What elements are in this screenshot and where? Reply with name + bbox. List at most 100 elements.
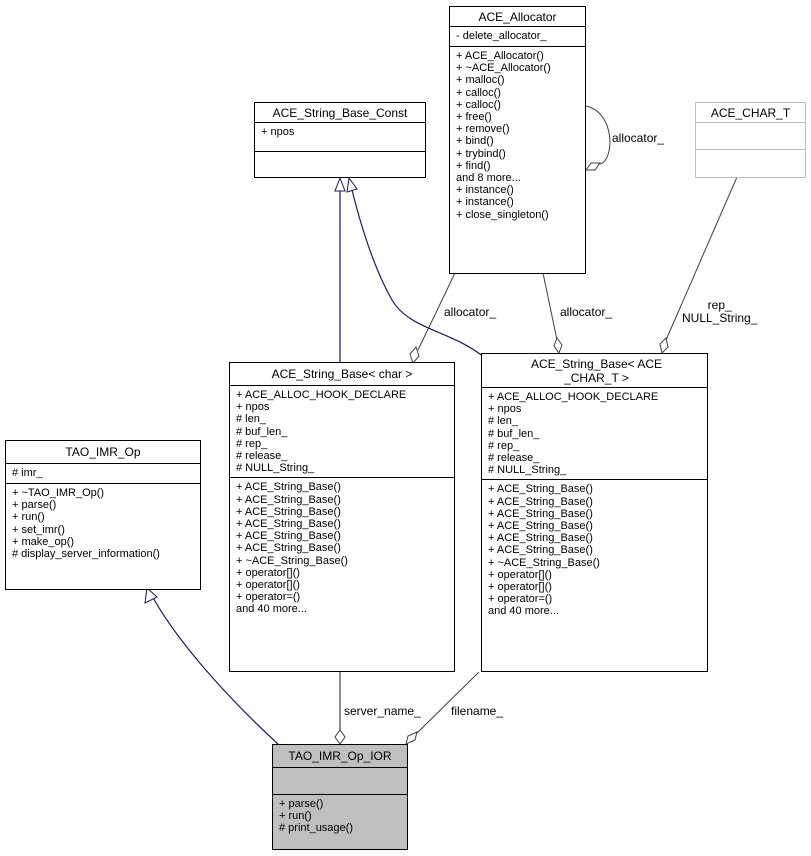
edge-label-allocator-to-char: allocator_ xyxy=(444,305,497,319)
member-row: # display_server_information() xyxy=(12,548,160,561)
member-row: + ACE_String_Base() xyxy=(488,520,593,533)
member-row: + bind() xyxy=(456,135,494,148)
member-row: + ACE_String_Base() xyxy=(236,530,341,543)
inherit-edge-ior-to-imr-op xyxy=(149,591,279,745)
methods-section xyxy=(696,150,805,169)
member-row: # rep_ xyxy=(488,439,520,452)
assoc-diamond-allocator-self xyxy=(585,162,601,171)
class-title: ACE_String_Base_Const xyxy=(255,103,425,123)
inherit-edge-acechar-to-const xyxy=(351,189,485,358)
member-row: + ACE_ALLOC_HOOK_DECLARE xyxy=(488,391,659,403)
member-row: + instance() xyxy=(456,184,514,197)
methods-section: + ACE_Allocator()+ ~ACE_Allocator()+ mal… xyxy=(450,47,585,224)
member-row: + ~ACE_String_Base() xyxy=(488,556,600,569)
methods-section xyxy=(255,152,425,171)
member-row: + find() xyxy=(456,159,491,172)
attributes-section: # imr_ xyxy=(6,464,200,484)
member-row: + make_op() xyxy=(12,535,75,548)
member-row: + ACE_ALLOC_HOOK_DECLARE xyxy=(236,389,407,401)
class-ace-string-base-ace-char-t[interactable]: ACE_String_Base< ACE _CHAR_T > + ACE_ALL… xyxy=(481,353,708,672)
methods-section: + ACE_String_Base()+ ACE_String_Base()+ … xyxy=(482,480,707,620)
member-row: + trybind() xyxy=(456,147,506,160)
member-row: # imr_ xyxy=(12,467,43,479)
member-row: + ACE_Allocator() xyxy=(456,50,544,62)
member-row: + npos xyxy=(236,401,270,414)
inherit-arrowhead-const-2 xyxy=(346,176,358,193)
class-ace-char-t[interactable]: ACE_CHAR_T xyxy=(695,102,806,178)
methods-section: + ~TAO_IMR_Op()+ parse()+ run()+ set_imr… xyxy=(6,484,200,563)
assoc-edge-allocator-to-char xyxy=(417,272,456,351)
member-row: + operator=() xyxy=(236,591,301,604)
edge-label-allocator-self: allocator_ xyxy=(612,131,665,145)
class-ace-allocator[interactable]: ACE_Allocator - delete_allocator_ + ACE_… xyxy=(449,6,586,274)
member-row: + operator=() xyxy=(488,593,553,606)
member-row: + ~ACE_String_Base() xyxy=(236,554,348,567)
attributes-section xyxy=(696,123,805,150)
member-row: + operator[]() xyxy=(488,568,552,581)
member-row: # release_ xyxy=(236,450,288,463)
attributes-section: - delete_allocator_ xyxy=(450,27,585,47)
member-row: + run() xyxy=(12,511,45,524)
assoc-diamond-acechar-1 xyxy=(553,336,563,355)
member-row: + npos xyxy=(488,403,522,416)
member-row: + free() xyxy=(456,111,492,124)
member-row: and 40 more... xyxy=(236,603,307,616)
edge-label-server-name: server_name_ xyxy=(344,704,421,718)
member-row: - delete_allocator_ xyxy=(456,30,547,42)
member-row: + ACE_String_Base() xyxy=(488,507,593,520)
member-row: # NULL_String_ xyxy=(488,464,567,477)
member-row: + ~ACE_Allocator() xyxy=(456,62,551,75)
member-row: # NULL_String_ xyxy=(236,462,315,475)
member-row: # print_usage() xyxy=(279,822,353,835)
edge-label-filename: filename_ xyxy=(451,704,504,718)
attributes-section: + ACE_ALLOC_HOOK_DECLARE+ npos# len_# bu… xyxy=(482,388,707,481)
class-title: TAO_IMR_Op_IOR xyxy=(273,745,407,768)
member-row: # len_ xyxy=(236,413,266,426)
member-row: + ACE_String_Base() xyxy=(488,544,593,557)
attributes-section: + npos xyxy=(255,123,425,152)
class-tao-imr-op[interactable]: TAO_IMR_Op # imr_ + ~TAO_IMR_Op()+ parse… xyxy=(5,440,201,590)
member-row: + ACE_String_Base() xyxy=(236,481,341,494)
assoc-diamond-server-name xyxy=(334,729,346,745)
member-row: # buf_len_ xyxy=(488,427,540,440)
member-row: + run() xyxy=(279,810,312,823)
assoc-edge-allocator-to-acechar xyxy=(542,272,558,341)
member-row: and 8 more... xyxy=(456,172,521,185)
class-title: ACE_Allocator xyxy=(450,7,585,27)
member-row: + ACE_String_Base() xyxy=(236,493,341,506)
class-title: ACE_CHAR_T xyxy=(696,103,805,123)
attributes-section: + ACE_ALLOC_HOOK_DECLARE+ npos# len_# bu… xyxy=(230,386,454,479)
member-row: + ACE_String_Base() xyxy=(488,483,593,496)
member-row: + ACE_String_Base() xyxy=(488,495,593,508)
assoc-diamond-char xyxy=(409,346,420,364)
member-row: + operator[]() xyxy=(236,579,300,592)
attributes-section xyxy=(273,768,407,795)
methods-section: + ACE_String_Base()+ ACE_String_Base()+ … xyxy=(230,478,454,618)
assoc-diamond-acechar-2 xyxy=(659,337,669,354)
class-tao-imr-op-ior[interactable]: TAO_IMR_Op_IOR + parse()+ run()# print_u… xyxy=(272,744,408,850)
class-title: ACE_String_Base< char > xyxy=(230,363,454,386)
assoc-diamond-filename xyxy=(405,731,418,745)
member-row: + operator[]() xyxy=(488,581,552,594)
methods-section: + parse()+ run()# print_usage() xyxy=(273,795,407,838)
assoc-edge-acechar-t-to-string-base xyxy=(665,176,738,341)
member-row: + ACE_String_Base() xyxy=(236,505,341,518)
member-row: + operator[]() xyxy=(236,566,300,579)
member-row: + ACE_String_Base() xyxy=(236,542,341,555)
class-title: ACE_String_Base< ACE _CHAR_T > xyxy=(482,354,707,388)
inherit-arrowhead-const-1 xyxy=(334,176,346,192)
member-row: # buf_len_ xyxy=(236,425,288,438)
inherit-arrowhead-imr-op xyxy=(144,586,158,604)
edge-label-allocator-to-acechar: allocator_ xyxy=(560,305,613,319)
member-row: # rep_ xyxy=(236,437,268,450)
class-ace-string-base-const[interactable]: ACE_String_Base_Const + npos xyxy=(254,102,426,178)
member-row: + remove() xyxy=(456,123,510,136)
member-row: + close_singleton() xyxy=(456,208,549,221)
class-ace-string-base-char[interactable]: ACE_String_Base< char > + ACE_ALLOC_HOOK… xyxy=(229,362,455,672)
member-row: # release_ xyxy=(488,452,540,465)
member-row: + parse() xyxy=(279,798,324,810)
member-row: + ~TAO_IMR_Op() xyxy=(12,487,105,499)
member-row: + ACE_String_Base() xyxy=(236,518,341,531)
member-row: + parse() xyxy=(12,499,57,512)
